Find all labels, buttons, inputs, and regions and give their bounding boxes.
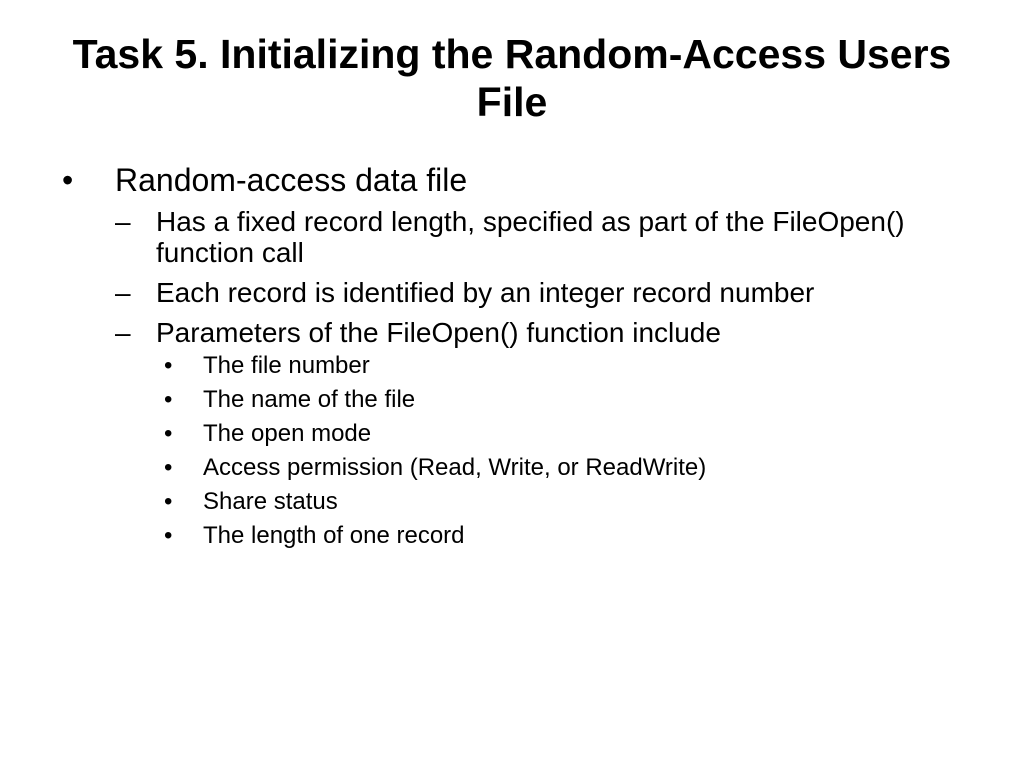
bullet-marker: •	[164, 522, 173, 549]
bullet-marker: •	[164, 454, 173, 481]
sub-list: – Has a fixed record length, specified a…	[0, 206, 1024, 550]
sub-item-text: Has a fixed record length, specified as …	[156, 206, 905, 268]
sub-sub-item: • The file number	[0, 352, 964, 380]
dash-marker: –	[115, 206, 131, 237]
sub-item: – Parameters of the FileOpen() function …	[0, 317, 1024, 550]
sub-sub-item-text: The name of the file	[203, 386, 416, 413]
sub-sub-item: • The length of one record	[0, 522, 964, 550]
bullet-item: • Random-access data file	[0, 160, 1024, 200]
sub-sub-item-text: Access permission (Read, Write, or ReadW…	[203, 454, 707, 481]
sub-sub-item-text: The file number	[203, 352, 370, 379]
sub-list-container: – Has a fixed record length, specified a…	[0, 206, 1024, 550]
dash-marker: –	[115, 277, 131, 308]
sub-item: – Has a fixed record length, specified a…	[0, 206, 1024, 268]
bullet-marker: •	[164, 386, 173, 413]
dash-marker: –	[115, 317, 131, 348]
sub-sub-item: • The name of the file	[0, 386, 964, 414]
sub-sub-item-text: Share status	[203, 488, 338, 515]
bullet-marker: •	[164, 420, 173, 447]
slide-title: Task 5. Initializing the Random-Access U…	[72, 31, 952, 125]
sub-sub-item-text: The open mode	[203, 420, 372, 447]
sub-sub-item: • The open mode	[0, 420, 964, 448]
sub-sub-list: • The file number • The name of the file…	[0, 352, 964, 550]
slide-body: • Random-access data file – Has a fixed …	[0, 160, 1024, 559]
sub-item-text: Each record is identified by an integer …	[156, 277, 815, 308]
bullet-marker: •	[62, 162, 74, 198]
sub-sub-item-text: The length of one record	[203, 522, 465, 549]
sub-item-text: Parameters of the FileOpen() function in…	[156, 317, 721, 348]
bullet-text: Random-access data file	[115, 162, 468, 198]
sub-sub-item: • Share status	[0, 488, 964, 516]
sub-sub-item: • Access permission (Read, Write, or Rea…	[0, 454, 964, 482]
sub-item: – Each record is identified by an intege…	[0, 277, 1024, 308]
bullet-marker: •	[164, 488, 173, 515]
bullet-marker: •	[164, 352, 173, 379]
